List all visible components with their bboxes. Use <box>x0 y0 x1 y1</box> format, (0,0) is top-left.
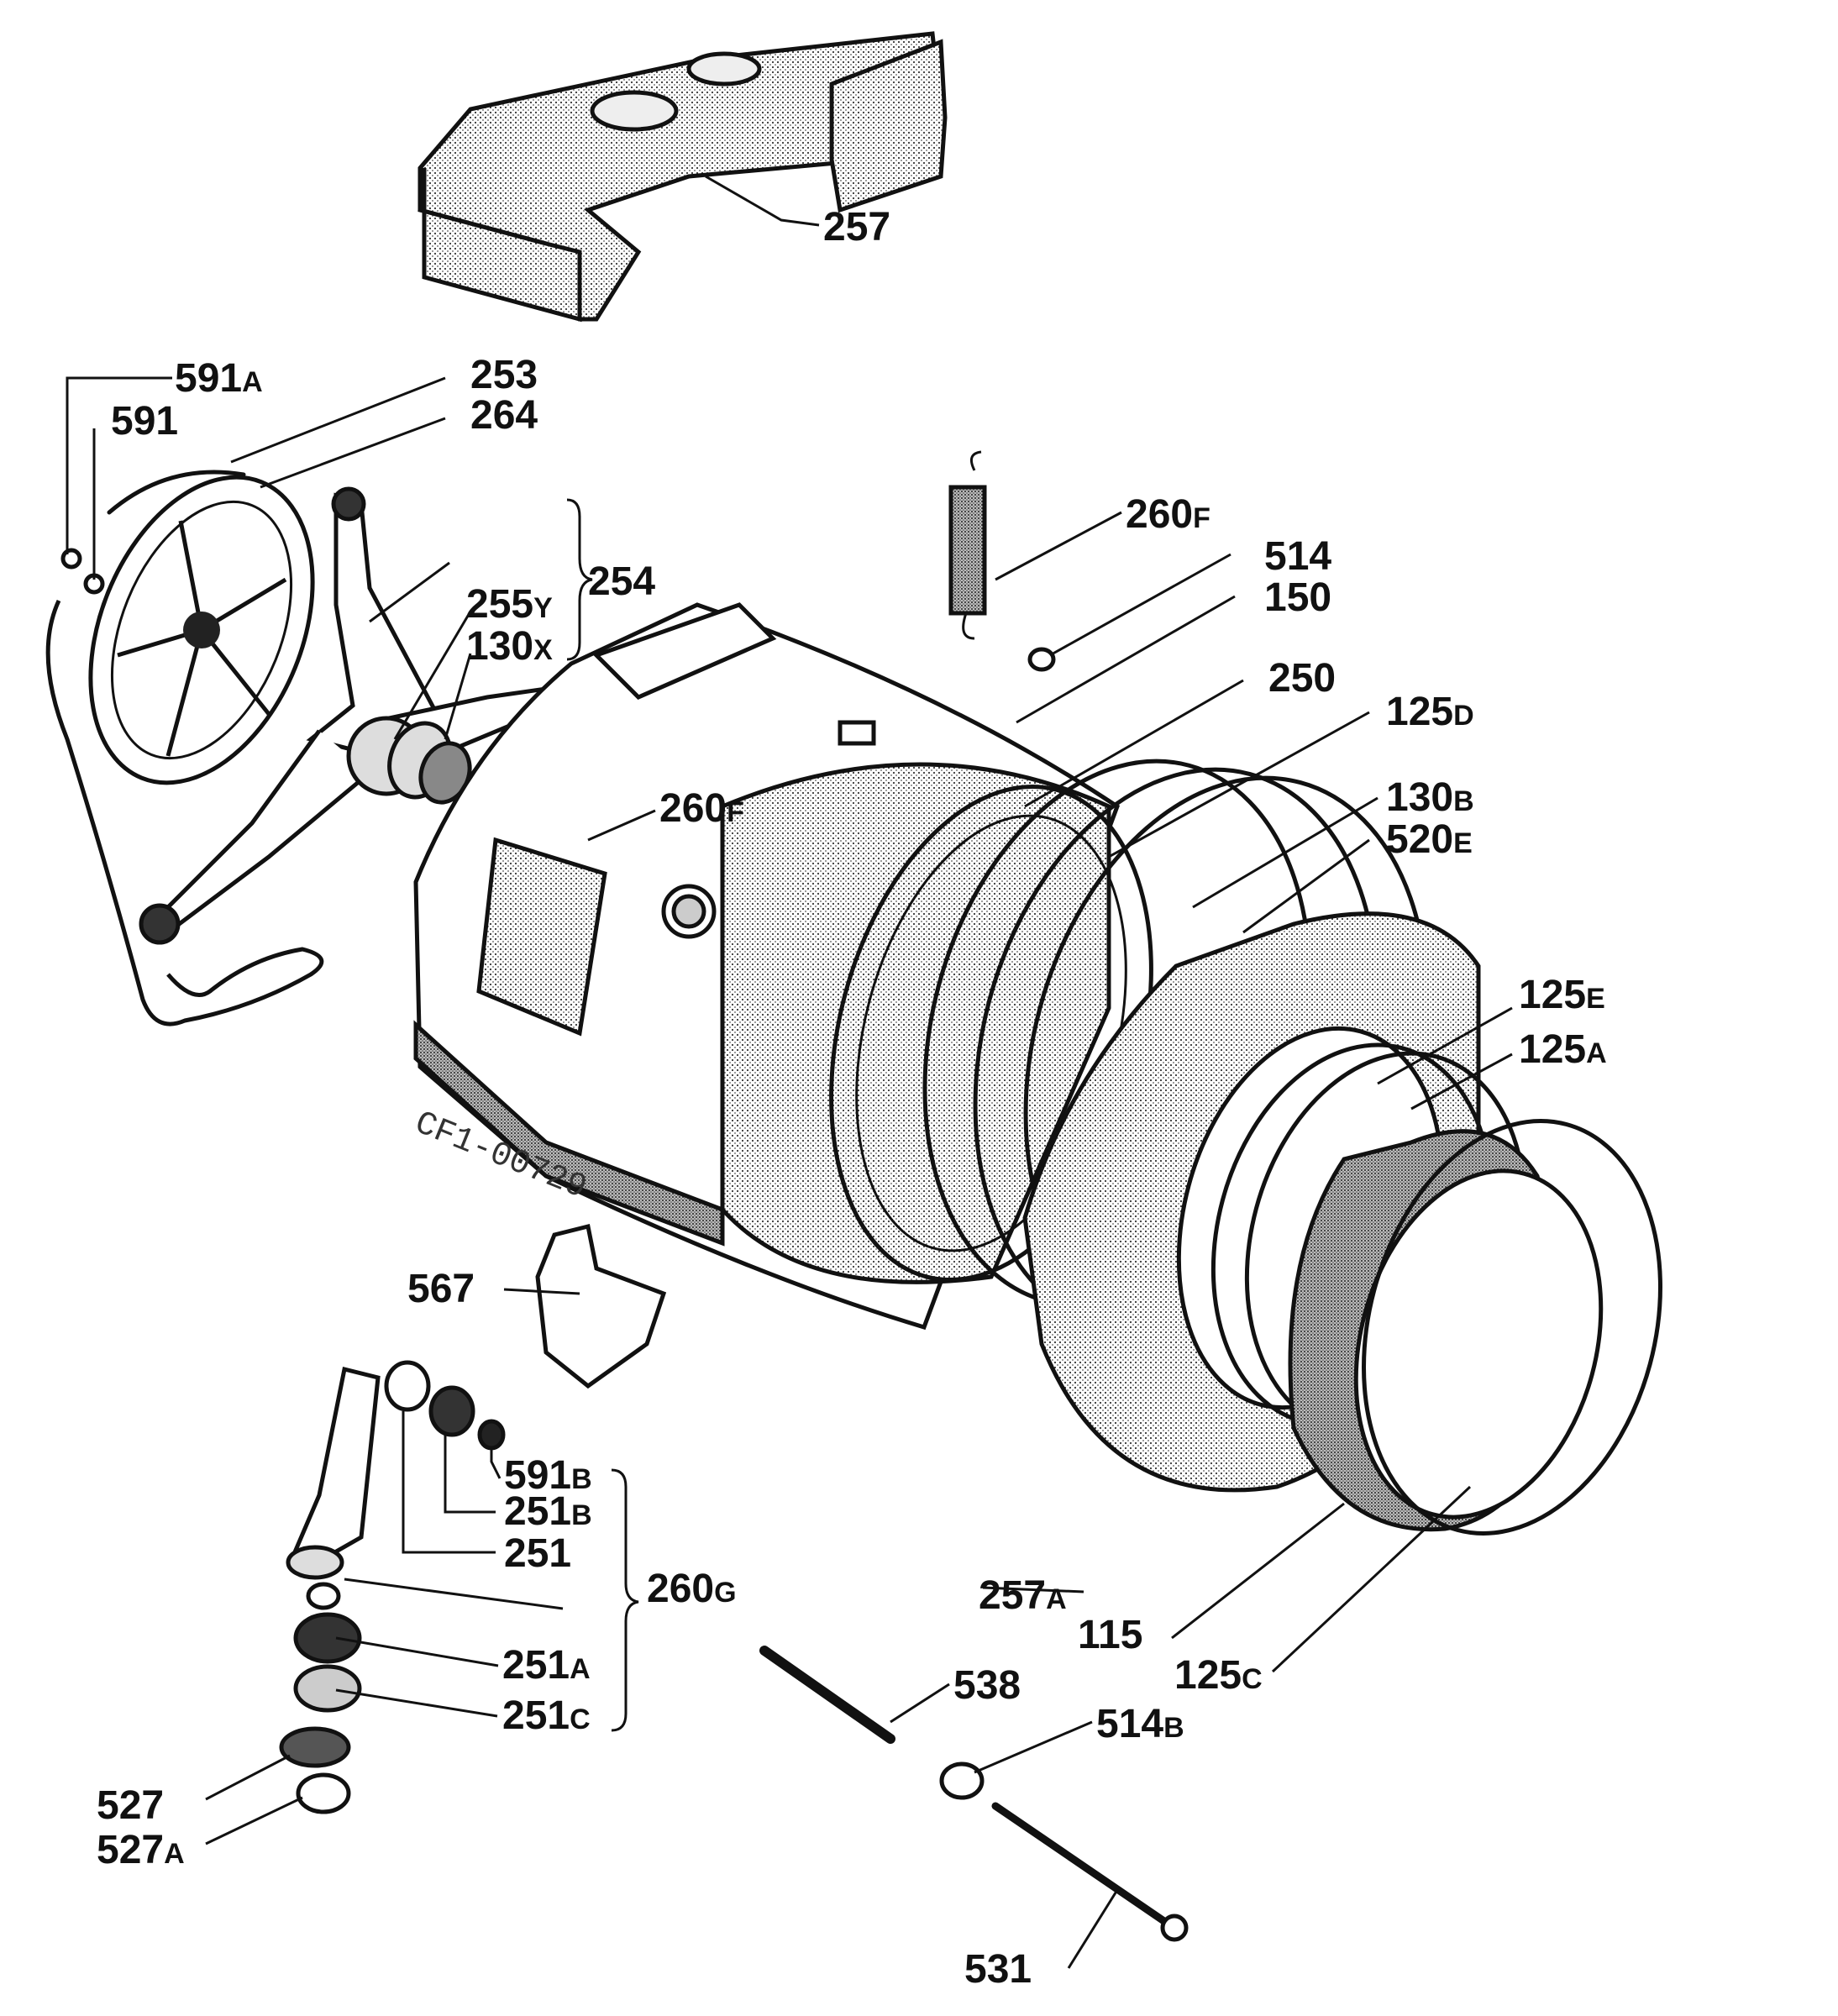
counterweight-part <box>417 31 948 323</box>
label-531: 531 <box>964 1947 1032 1992</box>
nut-527-part <box>279 1726 351 1768</box>
label-251: 251 <box>504 1531 571 1576</box>
label-115: 115 <box>1078 1613 1142 1657</box>
plug-514b-part <box>939 1761 985 1800</box>
washer-251b-part <box>428 1385 475 1437</box>
label-538: 538 <box>953 1663 1021 1708</box>
brace-254 <box>566 498 593 661</box>
part-labels: 257 591A 253 591 264 260F 514 150 254 25… <box>97 205 1607 1992</box>
label-260g: 260G <box>647 1567 737 1611</box>
label-253: 253 <box>470 353 538 397</box>
nut-591b-part <box>477 1419 506 1451</box>
leader-lines <box>66 175 1513 1969</box>
label-125a: 125A <box>1519 1027 1607 1072</box>
label-125e: 125E <box>1519 973 1605 1017</box>
label-527a: 527A <box>97 1828 185 1872</box>
label-520e: 520E <box>1386 817 1473 862</box>
label-257a: 257A <box>979 1573 1067 1618</box>
label-255y: 255Y <box>466 582 553 627</box>
brace-260g <box>611 1468 639 1732</box>
label-567: 567 <box>407 1267 475 1311</box>
pulley-wheel-part <box>88 475 315 785</box>
label-251a: 251A <box>502 1643 591 1688</box>
label-251c: 251C <box>502 1693 591 1738</box>
label-125d: 125D <box>1386 690 1474 734</box>
label-130b: 130B <box>1386 775 1474 820</box>
label-257: 257 <box>823 205 890 249</box>
label-260f-upper: 260F <box>1126 492 1210 537</box>
shock-absorber-part <box>286 1366 381 1610</box>
washer-591a-part <box>60 548 82 570</box>
label-260f-lower: 260F <box>659 786 744 831</box>
label-591a: 591A <box>175 356 263 401</box>
label-250: 250 <box>1268 656 1336 701</box>
label-591: 591 <box>111 399 178 444</box>
pin-538-part <box>759 1646 895 1744</box>
label-251b: 251B <box>504 1489 592 1534</box>
label-150: 150 <box>1264 575 1331 620</box>
bracket-567-part <box>535 1223 667 1389</box>
label-514: 514 <box>1264 534 1331 579</box>
cap-251-part <box>384 1360 431 1412</box>
label-514b: 514B <box>1096 1702 1184 1746</box>
label-130x: 130X <box>466 624 553 669</box>
drive-belt-part <box>45 599 324 1026</box>
bush-251a-part <box>293 1612 362 1664</box>
label-254: 254 <box>588 559 655 604</box>
label-527: 527 <box>97 1783 164 1828</box>
washer-527a-part <box>296 1772 351 1814</box>
door-seal-part <box>1288 1129 1604 1532</box>
label-591b: 591B <box>504 1453 592 1498</box>
bush-251c-part <box>293 1664 362 1713</box>
label-264: 264 <box>470 393 538 438</box>
plug-514-part <box>1027 647 1056 672</box>
clamp-ring-125c-part <box>1362 1119 1662 1536</box>
label-125c: 125C <box>1174 1653 1263 1698</box>
spring-upper-part <box>948 450 987 640</box>
bolt-531-part <box>991 1802 1172 1928</box>
